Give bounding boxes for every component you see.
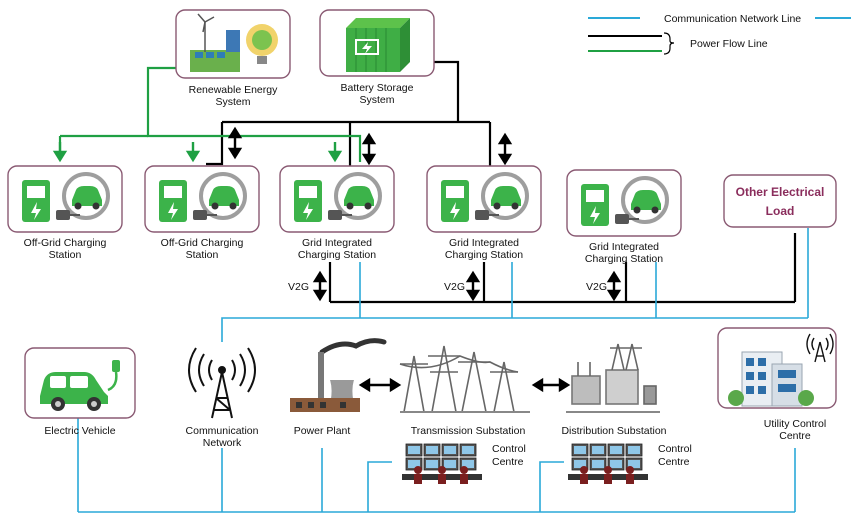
renewable-label-line2: System (215, 96, 250, 108)
legend: Communication Network Line Power Flow Li… (588, 10, 851, 55)
battery-storage-node: Battery Storage System (319, 9, 435, 106)
utility-label-line1: Utility Control (764, 418, 826, 430)
v2g-labels: V2G V2G V2G (288, 281, 607, 293)
station-label-line2: Charging Station (585, 253, 663, 265)
renewable-energy-icon (190, 13, 278, 72)
electric-vehicle-node: Electric Vehicle (24, 347, 136, 437)
battery-label-line2: System (359, 94, 394, 106)
station-label-line1: Grid Integrated (302, 237, 372, 249)
ev-charger-icon (581, 176, 669, 226)
station-label-line1: Off-Grid Charging (161, 237, 244, 249)
station-label-line2: Charging Station (298, 249, 376, 261)
renewable-green-line (146, 66, 362, 162)
radio-tower-icon (188, 347, 256, 419)
transmission-substation-node: Transmission Substation (399, 345, 530, 437)
battery-icon (346, 18, 410, 72)
ev-charger-icon (159, 172, 247, 222)
comm-label-line1: Communication (186, 425, 259, 437)
control-label-line2: Centre (658, 456, 690, 468)
ev-charger-icon (294, 172, 382, 222)
other-load-label-line2: Load (766, 204, 795, 218)
station-label-line2: Station (49, 249, 82, 261)
renewable-label-line1: Renewable Energy (189, 84, 278, 96)
transmission-label: Transmission Substation (411, 425, 526, 437)
control-room-icon (568, 443, 648, 484)
distribution-label: Distribution Substation (561, 425, 666, 437)
legend-power-label: Power Flow Line (690, 38, 768, 50)
station-label-line1: Grid Integrated (589, 241, 659, 253)
control-label-line1: Control (658, 443, 692, 455)
v2g-label-1: V2G (288, 281, 309, 293)
power-lines-black (206, 60, 797, 304)
legend-comm-label: Communication Network Line (664, 13, 801, 25)
control2-comm-link (539, 461, 564, 512)
power-plant-label: Power Plant (294, 425, 351, 437)
battery-label-line1: Battery Storage (341, 82, 414, 94)
transmission-tower-icon (399, 345, 530, 413)
v2g-label-3: V2G (586, 281, 607, 293)
legend-brace (663, 32, 675, 55)
offgrid2-power-link (206, 122, 224, 166)
black-double-arrows (227, 126, 622, 393)
communication-network-node: Communication Network (186, 347, 259, 449)
utility-label-line2: Centre (779, 430, 811, 442)
station-label-line1: Off-Grid Charging (24, 237, 107, 249)
power-plant-node: Power Plant (290, 338, 387, 437)
green-arrows (52, 142, 343, 163)
comm-label-line2: Network (203, 437, 242, 449)
legend-comm-label-bg (640, 10, 815, 25)
station-label-line2: Station (186, 249, 219, 261)
control1-comm-link (367, 461, 392, 512)
ev-label: Electric Vehicle (44, 425, 115, 437)
electric-car-icon (40, 360, 120, 411)
communication-lines (77, 228, 809, 513)
control-label-line1: Control (492, 443, 526, 455)
antenna-icon (806, 333, 834, 363)
station-label-line1: Grid Integrated (449, 237, 519, 249)
power-lines-green (58, 66, 362, 162)
station-label-line2: Charging Station (445, 249, 523, 261)
utility-control-node: Utility Control Centre (717, 327, 837, 442)
power-plant-icon (290, 338, 387, 412)
v2g-label-2: V2G (444, 281, 465, 293)
distribution-substation-node: Distribution Substation (561, 343, 667, 437)
renewable-energy-node: Renewable Energy System (175, 9, 291, 108)
distribution-substation-icon (566, 343, 660, 413)
other-load-node: Other Electrical Load (723, 174, 837, 228)
control-label-line2: Centre (492, 456, 524, 468)
ev-charger-icon (22, 172, 110, 222)
arrows (52, 126, 622, 393)
office-building-icon (728, 351, 814, 407)
control-room-icon (402, 443, 482, 484)
top-comm-bus (221, 317, 808, 342)
other-load-label-line1: Other Electrical (736, 185, 825, 199)
ev-charger-icon (441, 172, 529, 222)
